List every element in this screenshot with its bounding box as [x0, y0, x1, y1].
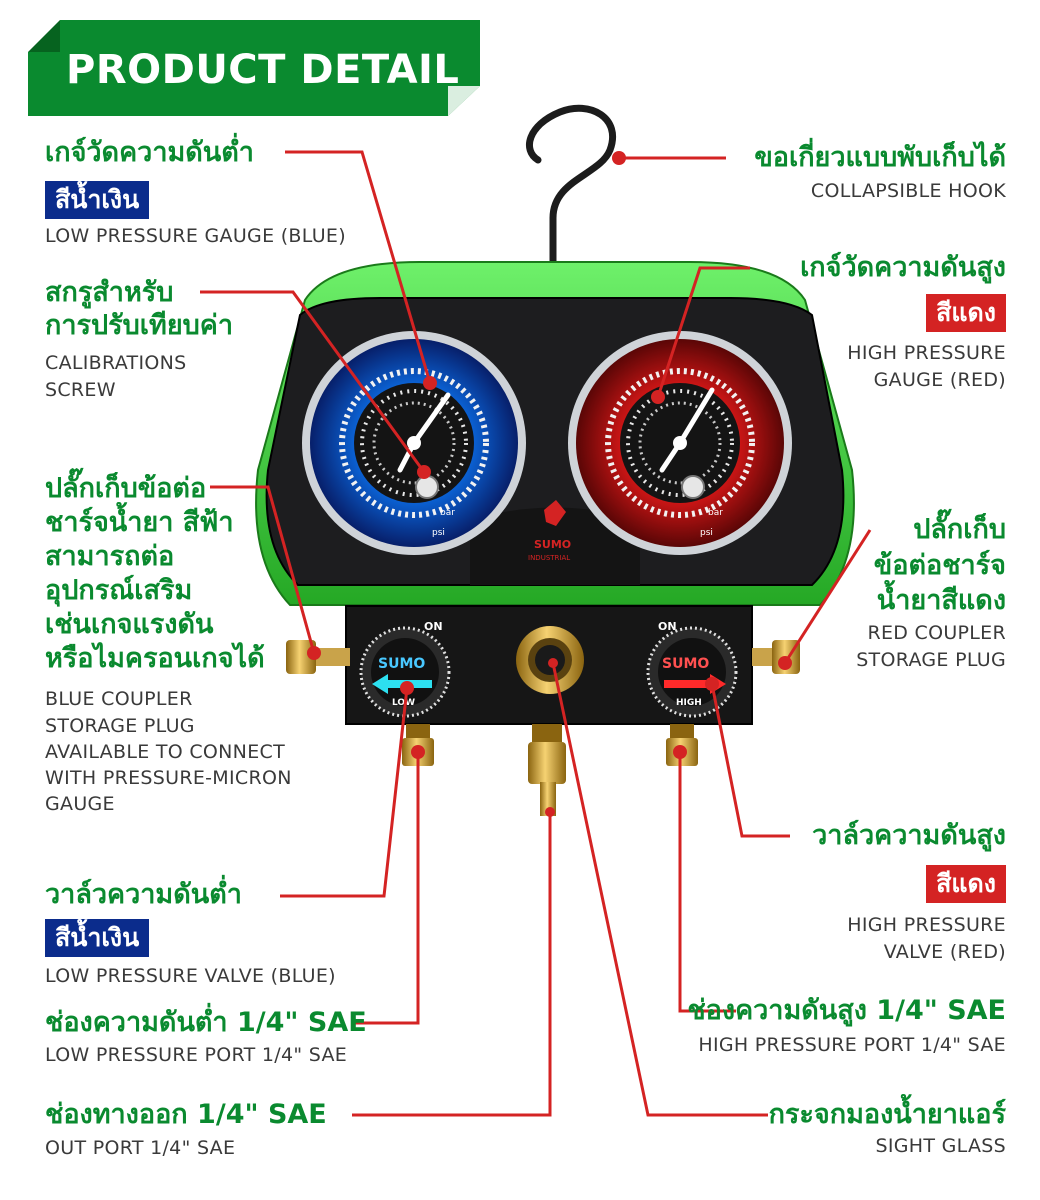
high-port-th: ช่องความดันสูง 1/4" SAE: [687, 995, 1006, 1026]
low-port-en: LOW PRESSURE PORT 1/4" SAE: [45, 1044, 348, 1066]
high-valve-badge: สีแดง: [926, 865, 1006, 903]
low-gauge-th: เกจ์วัดความดันต่ำ: [45, 137, 254, 168]
out-port-en: OUT PORT 1/4" SAE: [45, 1137, 236, 1159]
sight-glass-th: กระจกมองน้ำยาแอร์: [768, 1099, 1006, 1130]
hook-th: ขอเกี่ยวแบบพับเก็บได้: [754, 142, 1006, 173]
low-gauge-bar-text: bar: [440, 508, 455, 518]
calibration-en-2: SCREW: [45, 379, 116, 401]
high-gauge-bar-text: bar: [708, 508, 723, 518]
blue-plug-en-5: GAUGE: [45, 793, 115, 815]
logo-sub-text: INDUSTRIAL: [528, 554, 570, 562]
sumo-logo: SUMO INDUSTRIAL: [528, 500, 571, 562]
logo-brand-text: SUMO: [534, 538, 571, 551]
blue-plug-th-4: อุปกรณ์เสริม: [45, 575, 193, 606]
high-gauge-en-1: HIGH PRESSURE: [847, 342, 1006, 364]
low-knob-label: LOW: [392, 698, 415, 708]
high-knob-brand: SUMO: [662, 656, 709, 672]
banner-shape: [28, 20, 480, 116]
low-port-th: ช่องความดันต่ำ 1/4" SAE: [45, 1007, 367, 1038]
high-port-en: HIGH PRESSURE PORT 1/4" SAE: [698, 1034, 1006, 1056]
high-gauge-badge: สีแดง: [926, 294, 1006, 332]
sight-glass-en: SIGHT GLASS: [875, 1135, 1006, 1157]
out-port: [528, 724, 566, 816]
red-plug-en-2: STORAGE PLUG: [856, 649, 1006, 671]
high-gauge-th: เกจ์วัดความดันสูง: [800, 252, 1006, 283]
low-gauge-psi-text: psi: [432, 528, 445, 538]
high-gauge-en-2: GAUGE (RED): [873, 369, 1006, 391]
banner-title: PRODUCT DETAIL: [66, 47, 460, 93]
out-port-th: ช่องทางออก 1/4" SAE: [45, 1099, 327, 1130]
red-plug-th-3: น้ำยาสีแดง: [876, 585, 1006, 616]
high-knob-label: HIGH: [676, 698, 702, 708]
blue-plug-en-1: BLUE COUPLER: [45, 688, 193, 710]
red-plug-th-2: ข้อต่อชาร์จ: [873, 550, 1006, 581]
calibration-th-1: สกรูสำหรับ: [45, 277, 174, 308]
red-coupler-plug: [752, 640, 800, 674]
high-pressure-gauge: psi bar: [568, 331, 792, 555]
low-knob-brand: SUMO: [378, 656, 425, 672]
high-knob-on-text: ON: [658, 620, 677, 633]
blue-plug-th-1: ปลั๊กเก็บข้อต่อ: [45, 473, 207, 504]
blue-plug-th-5: เช่นเกจแรงดัน: [45, 609, 214, 640]
blue-plug-en-3: AVAILABLE TO CONNECT: [45, 741, 285, 763]
collapsible-hook: [525, 104, 616, 272]
blue-plug-th-2: ชาร์จน้ำยา สีฟ้า: [45, 507, 234, 538]
leader-lines: [200, 150, 872, 1117]
red-plug-th-1: ปลั๊กเก็บ: [913, 514, 1006, 545]
red-plug-en-1: RED COUPLER: [867, 622, 1006, 644]
high-valve-th: วาล์วความดันสูง: [812, 820, 1006, 851]
blue-plug-en-4: WITH PRESSURE-MICRON: [45, 767, 292, 789]
low-knob-on-text: ON: [424, 620, 443, 633]
high-gauge-psi-text: psi: [700, 528, 713, 538]
low-gauge-en: LOW PRESSURE GAUGE (BLUE): [45, 225, 346, 247]
leader-dots: [307, 151, 792, 817]
low-valve-th: วาล์วความดันต่ำ: [45, 879, 242, 910]
low-gauge-badge: สีน้ำเงิน: [45, 181, 150, 219]
blue-plug-th-3: สามารถต่อ: [45, 541, 175, 572]
high-pressure-port: [666, 724, 698, 766]
calibration-en-1: CALIBRATIONS: [45, 352, 187, 374]
low-valve-en: LOW PRESSURE VALVE (BLUE): [45, 965, 336, 987]
high-valve-knob: SUMO HIGH: [646, 626, 738, 718]
high-valve-en-1: HIGH PRESSURE: [847, 914, 1006, 936]
hook-en: COLLAPSIBLE HOOK: [810, 180, 1006, 202]
high-valve-en-2: VALVE (RED): [883, 941, 1006, 963]
calibration-th-2: การปรับเทียบค่า: [45, 310, 233, 341]
blue-plug-th-6: หรือไมครอนเกจได้: [45, 643, 265, 674]
blue-plug-en-2: STORAGE PLUG: [45, 715, 195, 737]
low-valve-badge: สีน้ำเงิน: [45, 919, 150, 957]
low-pressure-gauge: psi bar: [302, 331, 526, 555]
